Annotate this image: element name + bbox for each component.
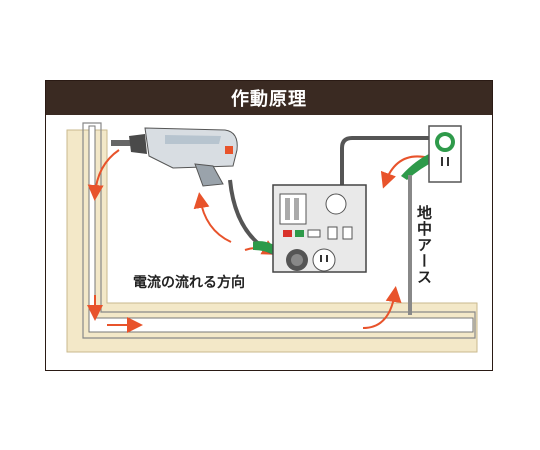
steel-wall [66, 122, 478, 353]
working-principle-diagram [66, 122, 478, 353]
drill-icon [111, 127, 238, 187]
flow-arrow-ground-up [362, 286, 402, 329]
control-box-icon [272, 184, 367, 273]
current-flow-arrows [87, 149, 430, 333]
flow-arrow-drill-down [87, 149, 120, 201]
flow-arrow-cable-up [193, 192, 232, 243]
current-flow-label: 電流の流れる方向 [133, 275, 245, 291]
page-title: 作動原理 [231, 89, 307, 110]
ground-label: 地中アース [415, 205, 433, 285]
ground-clip-icon [401, 152, 437, 180]
outlet-cable [340, 136, 435, 185]
outlet-icon [428, 125, 462, 183]
ground-rod [408, 175, 412, 315]
title-bar: 作動原理 [46, 81, 492, 115]
